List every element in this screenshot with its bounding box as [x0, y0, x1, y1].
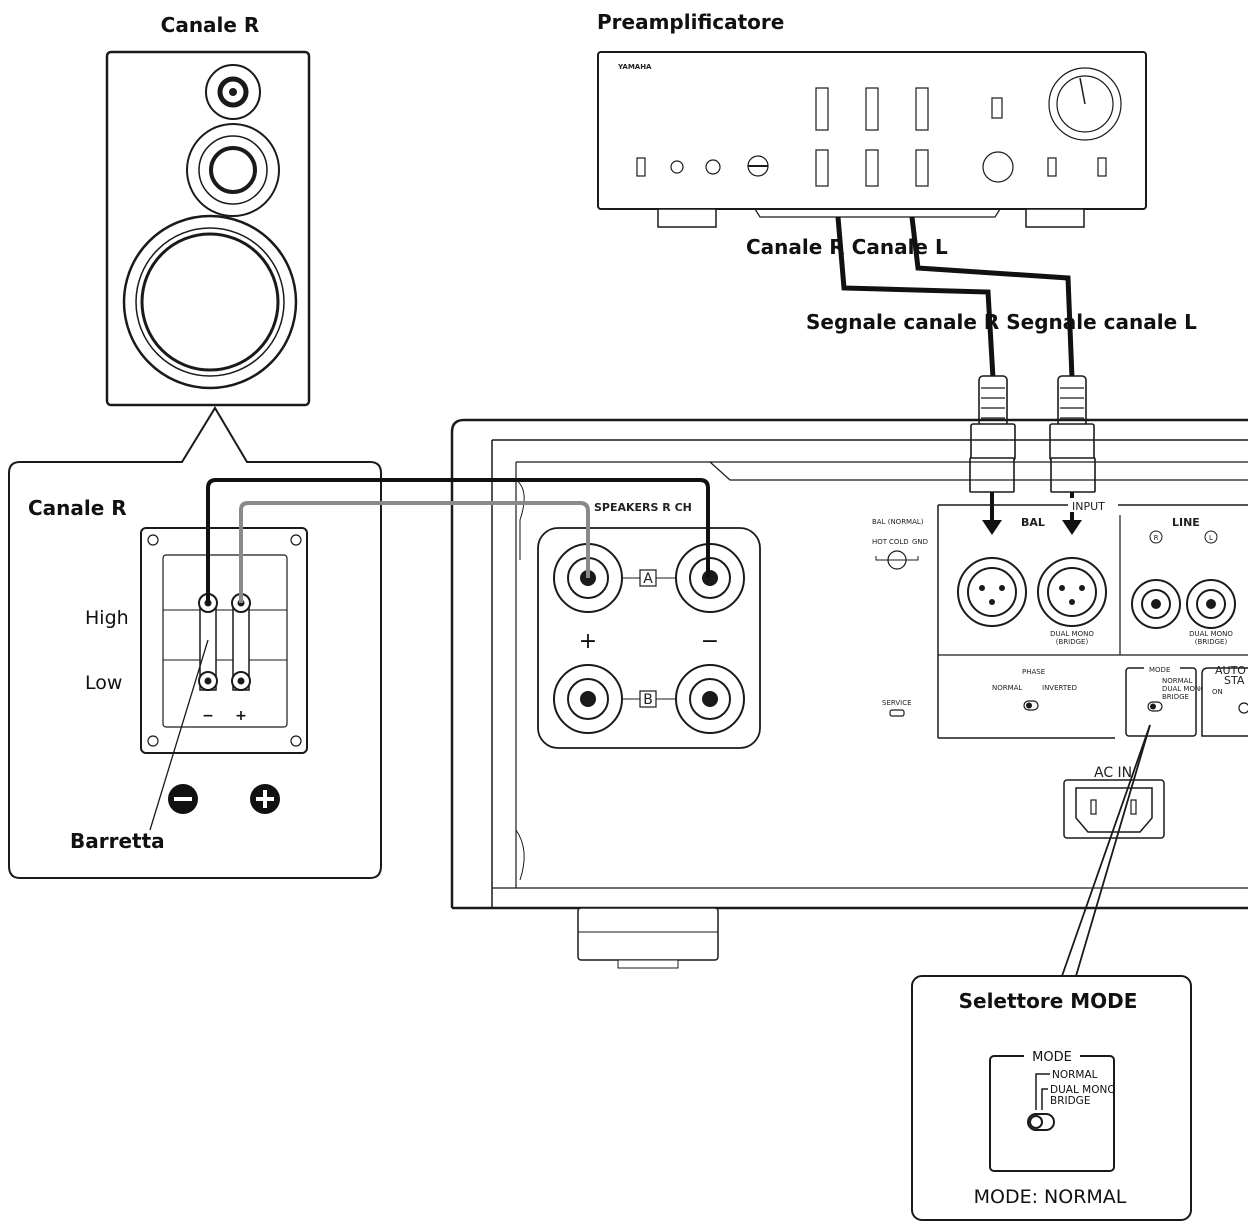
- mode-selector-title: Selettore MODE: [959, 989, 1138, 1013]
- pin-hot-label: HOT: [872, 538, 888, 546]
- minus-icon: [168, 784, 198, 814]
- speaker-illustration: Canale R: [105, 13, 311, 407]
- inset-title: Canale R: [28, 496, 127, 520]
- minus-small-label: −: [202, 708, 214, 724]
- zoom-mode-bridge: BRIDGE: [1050, 1095, 1090, 1107]
- terminal-a-label: A: [643, 571, 653, 587]
- phase-inverted-label: INVERTED: [1042, 684, 1077, 692]
- panel-mode-dual-mono: DUAL MONO: [1162, 685, 1206, 693]
- line-l-label: L: [1209, 534, 1213, 542]
- plus-icon: [250, 784, 280, 814]
- low-label: Low: [85, 672, 122, 694]
- line-bridge-label: (BRIDGE): [1195, 638, 1228, 646]
- plus-small-label: +: [235, 708, 247, 724]
- line-label: LINE: [1172, 516, 1200, 529]
- mode-selector-callout: Selettore MODE MODE NORMAL DUAL MONO BRI…: [911, 724, 1192, 1221]
- auto-standby-label-1: AUTO: [1215, 664, 1246, 677]
- preamplifier-illustration: Preamplificatore YAMAHA: [597, 10, 1147, 228]
- mode-status-label: MODE: NORMAL: [974, 1186, 1127, 1208]
- zoom-mode-normal: NORMAL: [1052, 1069, 1098, 1081]
- phase-normal-label: NORMAL: [992, 684, 1022, 692]
- panel-mode-normal: NORMAL: [1162, 677, 1192, 685]
- zoom-mode-label: MODE: [1032, 1050, 1072, 1065]
- line-r-label: R: [1154, 534, 1159, 542]
- xlr-cables: [835, 216, 1075, 379]
- ac-in-label: AC IN: [1094, 765, 1132, 781]
- xlr-plug-r: [969, 375, 1016, 493]
- auto-on-label: ON: [1212, 688, 1223, 696]
- input-label: INPUT: [1072, 500, 1105, 513]
- phase-label: PHASE: [1022, 668, 1045, 676]
- service-label: SERVICE: [882, 699, 912, 707]
- speaker-title: Canale R: [161, 13, 260, 37]
- pin-cold-label: COLD: [889, 538, 909, 546]
- xlr-plug-l: [1049, 375, 1096, 493]
- bar-label: Barretta: [70, 829, 165, 853]
- cable-labels: Canale R Canale L: [746, 235, 948, 259]
- signal-labels: Segnale canale R Segnale canale L: [806, 310, 1197, 334]
- bal-dual-mono-label: DUAL MONO: [1050, 630, 1094, 638]
- bal-bridge-label: (BRIDGE): [1056, 638, 1089, 646]
- high-label: High: [85, 607, 129, 629]
- brand-text: YAMAHA: [617, 63, 652, 71]
- line-dual-mono-label: DUAL MONO: [1189, 630, 1233, 638]
- speakers-r-ch-label: SPEAKERS R CH: [594, 501, 692, 514]
- bal-normal-label: BAL (NORMAL): [872, 518, 924, 526]
- speaker-terminal-inset: Canale R High Low − +: [8, 406, 382, 879]
- panel-mode-label: MODE: [1149, 666, 1170, 674]
- bal-label: BAL: [1021, 516, 1045, 529]
- panel-mode-bridge: BRIDGE: [1162, 693, 1189, 701]
- zoom-mode-dual-mono: DUAL MONO: [1050, 1084, 1116, 1096]
- terminal-minus-label: −: [701, 629, 719, 654]
- terminal-plus-label: +: [579, 629, 597, 654]
- speaker-cables: [206, 478, 710, 603]
- terminal-b-label: B: [643, 692, 653, 708]
- pin-gnd-label: GND: [912, 538, 928, 546]
- auto-standby-label-2: STA: [1224, 674, 1245, 687]
- preamp-title: Preamplificatore: [597, 10, 784, 34]
